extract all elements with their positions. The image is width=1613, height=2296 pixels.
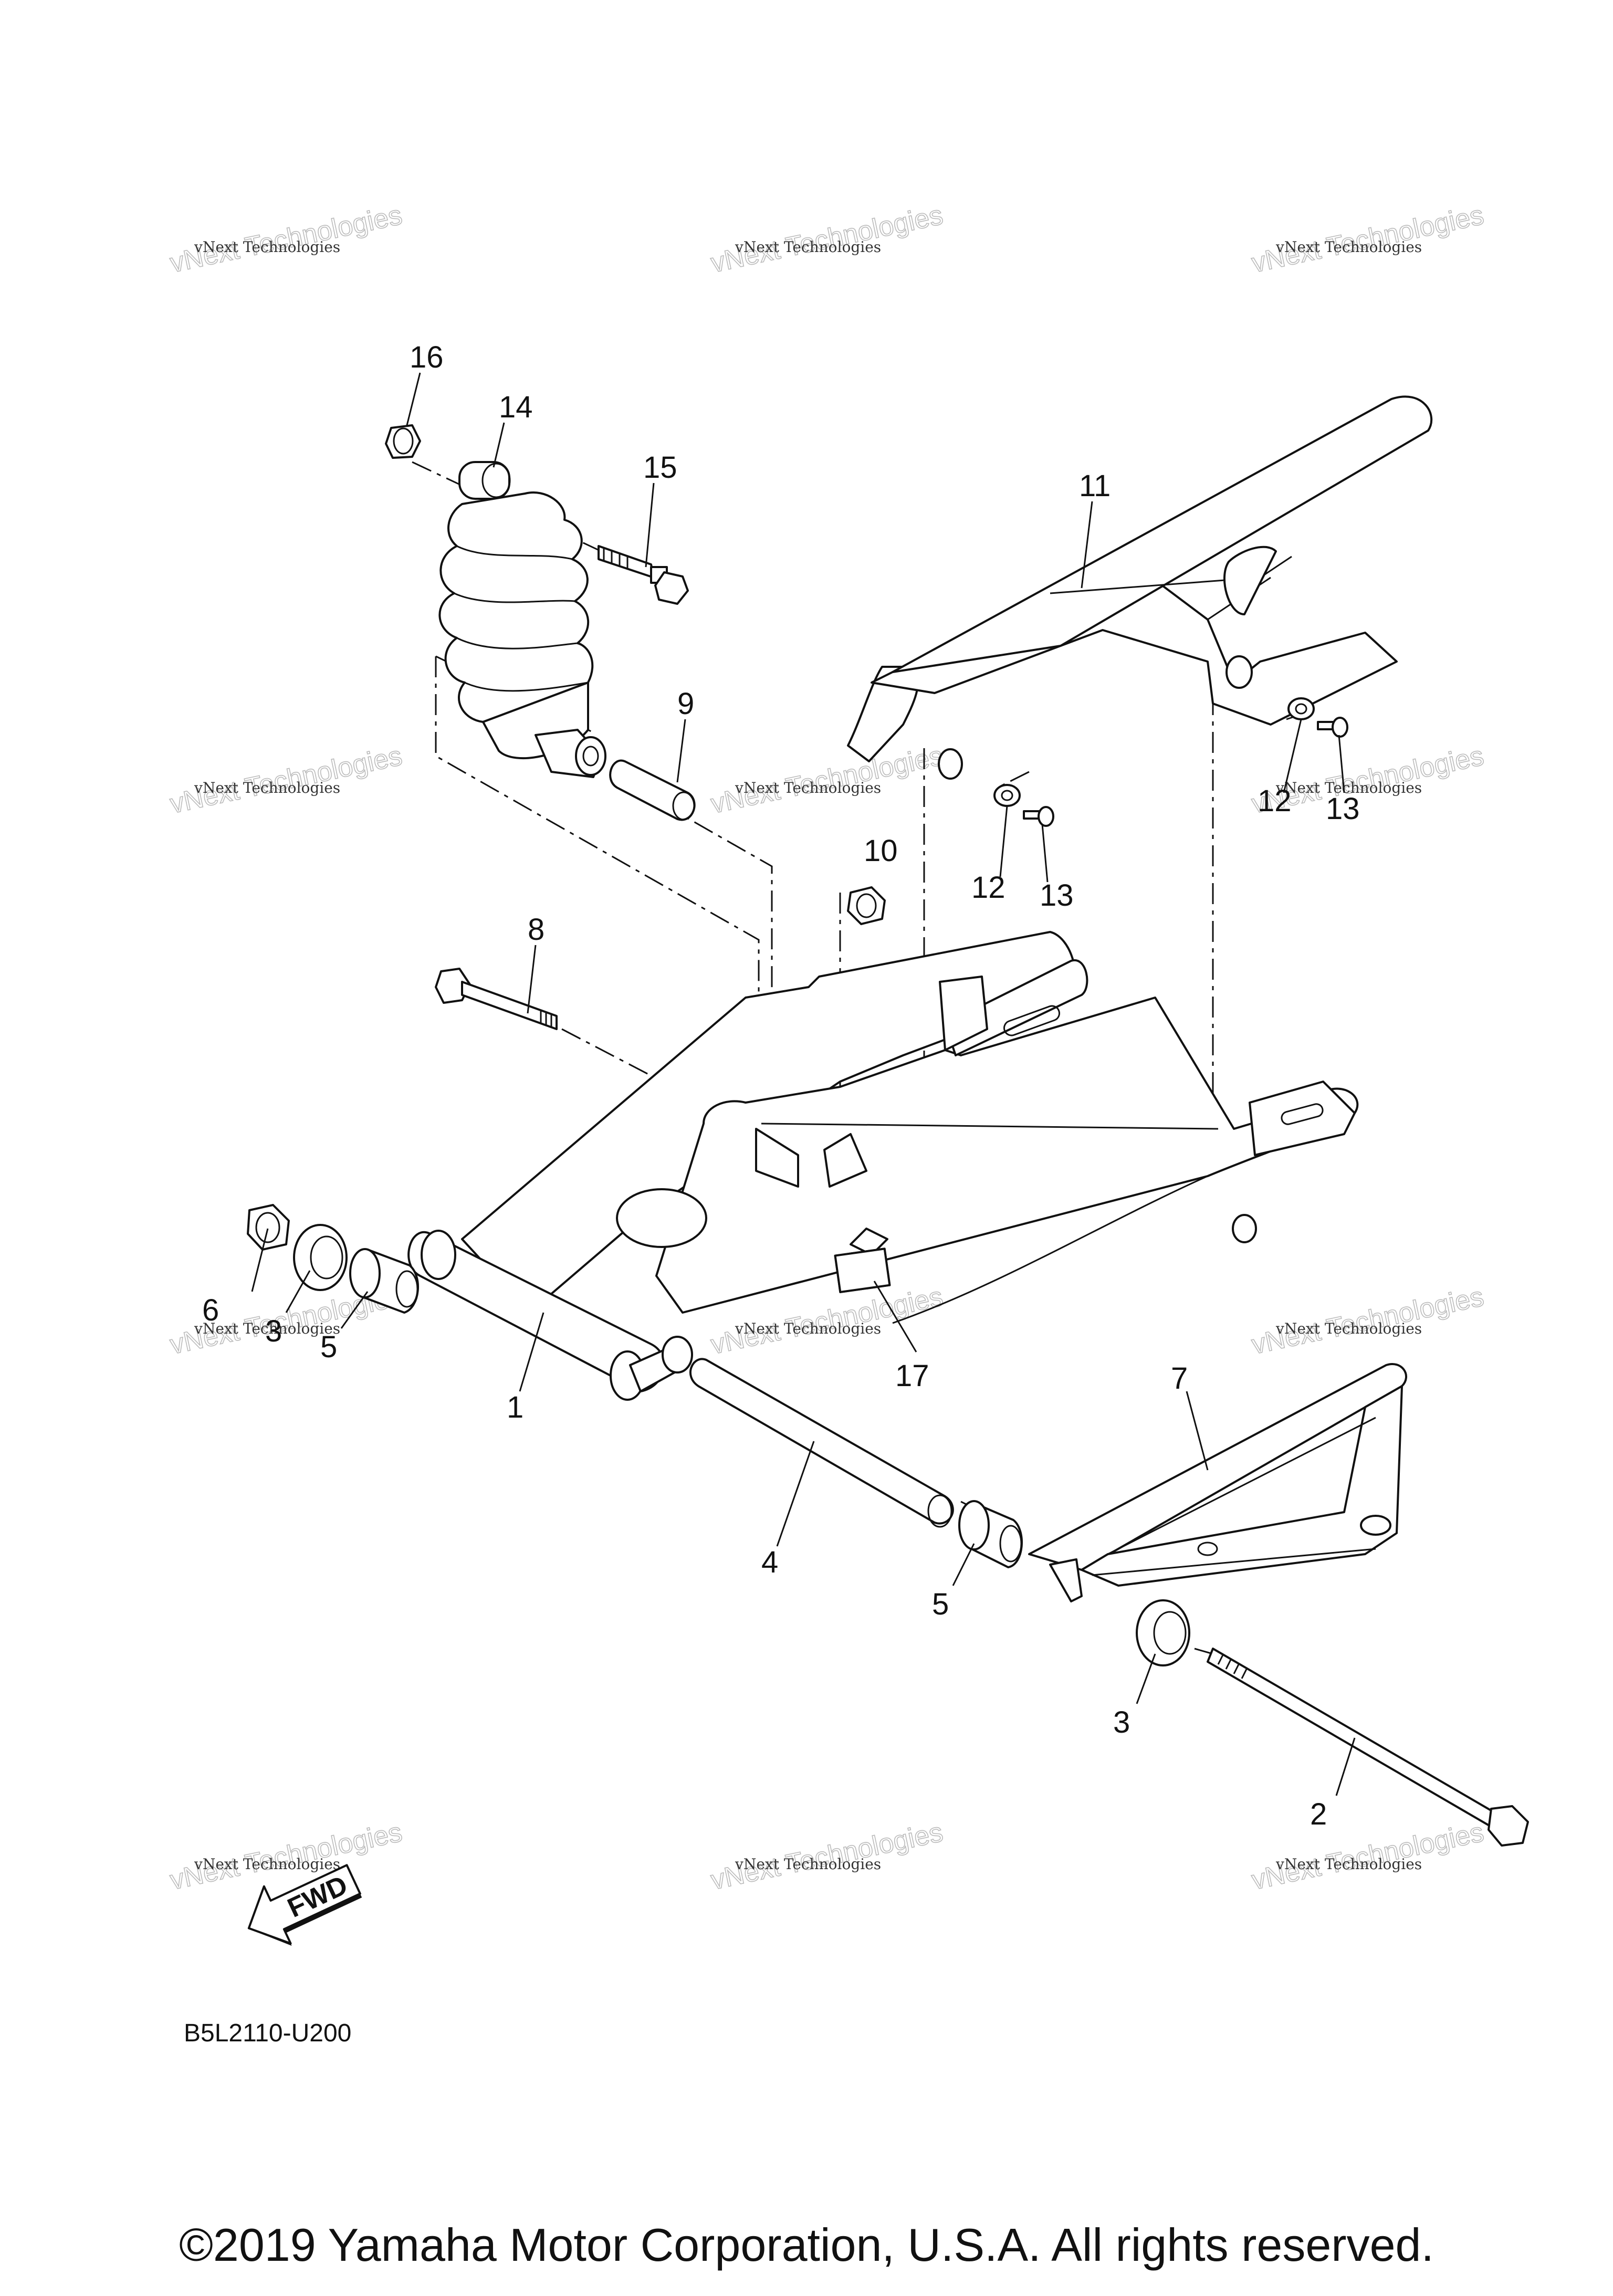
callout-14: 14 — [499, 390, 533, 424]
part-9-collar — [609, 759, 696, 821]
part-11-chain-guard — [847, 395, 1433, 780]
watermark-small: vNext Technologies — [194, 1855, 340, 1873]
callout-15: 15 — [643, 450, 677, 485]
part-13-screw — [1317, 717, 1348, 738]
part-14-rear-shock-absorber — [438, 461, 606, 778]
fwd-arrow-icon: FWD — [247, 1864, 362, 1946]
part-8-bolt — [435, 968, 558, 1030]
part-4-collar — [689, 1358, 954, 1528]
callout-labels: 16 14 15 11 9 10 8 12 13 12 13 6 3 5 1 1… — [202, 340, 1360, 1831]
callout-10: 10 — [864, 834, 898, 868]
watermark-small: vNext Technologies — [194, 238, 340, 256]
callout-13: 13 — [1040, 878, 1074, 913]
callout-16: 16 — [410, 340, 444, 374]
part-6-nut — [247, 1204, 290, 1251]
callout-17: 17 — [895, 1359, 929, 1393]
part-13-screw — [1023, 806, 1054, 827]
diagram-reference-code: B5L2110-U200 — [184, 2019, 352, 2047]
callout-8: 8 — [528, 913, 544, 947]
part-12-washer — [993, 784, 1021, 807]
callout-13: 13 — [1326, 792, 1360, 826]
part-1-rear-arm — [407, 931, 1359, 1401]
callout-11: 11 — [1079, 469, 1111, 503]
watermark-small: vNext Technologies — [1275, 1855, 1422, 1873]
callout-4: 4 — [761, 1545, 778, 1579]
part-3-thrust-cover — [293, 1224, 348, 1291]
part-2-pivot-shaft — [1207, 1648, 1529, 1847]
callout-2: 2 — [1310, 1797, 1327, 1831]
callout-1: 1 — [507, 1390, 523, 1424]
watermark-small: vNext Technologies — [735, 1320, 881, 1337]
callout-9: 9 — [677, 687, 694, 721]
part-17-label — [834, 1247, 891, 1293]
part-10-nut — [847, 886, 886, 925]
watermark-small: vNext Technologies — [194, 1320, 340, 1337]
callout-7: 7 — [1171, 1361, 1188, 1396]
watermark-small: vNext Technologies — [735, 1855, 881, 1873]
watermark-small: vNext Technologies — [1275, 779, 1422, 796]
part-3-thrust-cover — [1136, 1599, 1190, 1666]
watermark-small: vNext Technologies — [1275, 238, 1422, 256]
watermark-small: vNext Technologies — [735, 779, 881, 796]
part-16-nut — [385, 424, 421, 459]
part-5-bearing — [349, 1248, 419, 1314]
leader-lines — [251, 372, 1356, 1796]
watermark-small: vNext Technologies — [735, 238, 881, 256]
part-7-chain-guard — [1028, 1363, 1408, 1602]
watermark-small: vNext Technologies — [194, 779, 340, 796]
callout-12: 12 — [1258, 784, 1292, 818]
part-15-bolt — [598, 545, 689, 605]
watermark-small: vNext Technologies — [1275, 1320, 1422, 1337]
callout-12: 12 — [971, 871, 1005, 905]
part-12-washer — [1287, 697, 1315, 720]
callout-5: 5 — [932, 1587, 949, 1621]
callout-6: 6 — [202, 1293, 219, 1327]
callout-5: 5 — [320, 1330, 337, 1364]
part-5-bearing — [958, 1500, 1023, 1568]
copyright-notice: ©2019 Yamaha Motor Corporation, U.S.A. A… — [179, 2219, 1434, 2271]
callout-3: 3 — [1113, 1705, 1130, 1739]
callout-3: 3 — [265, 1314, 282, 1348]
